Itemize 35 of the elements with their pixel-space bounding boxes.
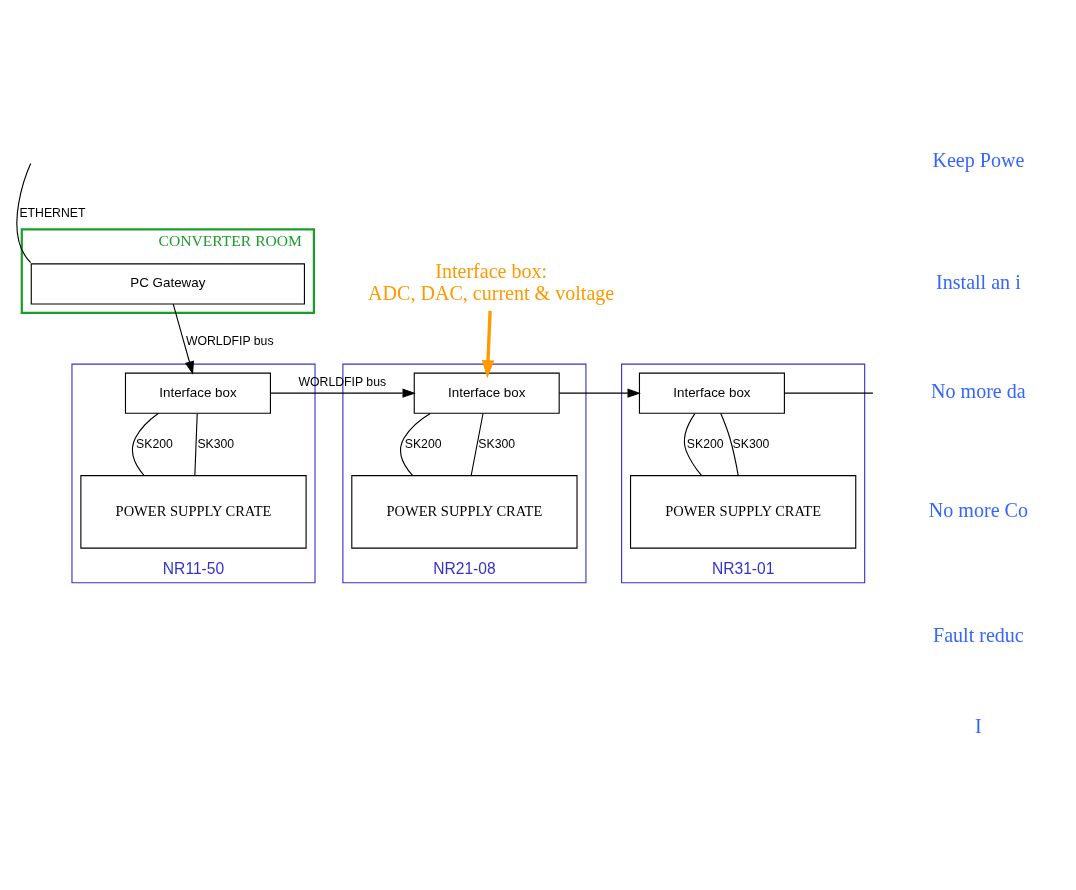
- edge-label: SK300: [197, 436, 235, 451]
- label: No more da: [931, 380, 1026, 403]
- node-box: POWER SUPPLY CRATE: [80, 475, 307, 549]
- node-box: Interface box: [124, 372, 271, 414]
- connector: [470, 412, 484, 477]
- label: I: [975, 714, 982, 737]
- edge-label: WORLDFIP bus: [185, 333, 274, 348]
- label: Keep Powe: [932, 149, 1025, 172]
- node-box: Interface box: [638, 372, 785, 414]
- edge-label: SK300: [732, 436, 770, 451]
- edge-label: SK300: [478, 436, 516, 451]
- edge-label: SK200: [136, 436, 173, 451]
- arrow: [558, 388, 641, 398]
- arrow: [481, 310, 495, 379]
- connector: [131, 412, 160, 477]
- connector: [784, 392, 874, 394]
- edge-label: ETHERNET: [19, 205, 86, 220]
- label: No more Co: [928, 498, 1028, 521]
- connector: [720, 412, 739, 477]
- arrow: [172, 303, 194, 375]
- node-text: Interface box: ADC, DAC, current & voltage: [368, 259, 615, 304]
- connector: [683, 413, 703, 477]
- node-box: POWER SUPPLY CRATE: [630, 475, 857, 549]
- edge-label: SK200: [404, 436, 442, 451]
- node-box: PC Gateway: [30, 263, 305, 305]
- arrow: [269, 388, 416, 398]
- connector: [194, 412, 198, 477]
- node-box: POWER SUPPLY CRATE: [351, 475, 578, 549]
- label: Install an i: [936, 270, 1021, 293]
- edge-label: WORLDFIP bus: [298, 375, 387, 390]
- label: Fault reduc: [933, 624, 1024, 647]
- connector: [16, 162, 32, 264]
- edge-label: SK200: [686, 436, 724, 451]
- node-box: Interface box: [413, 372, 560, 414]
- connector: [400, 412, 431, 477]
